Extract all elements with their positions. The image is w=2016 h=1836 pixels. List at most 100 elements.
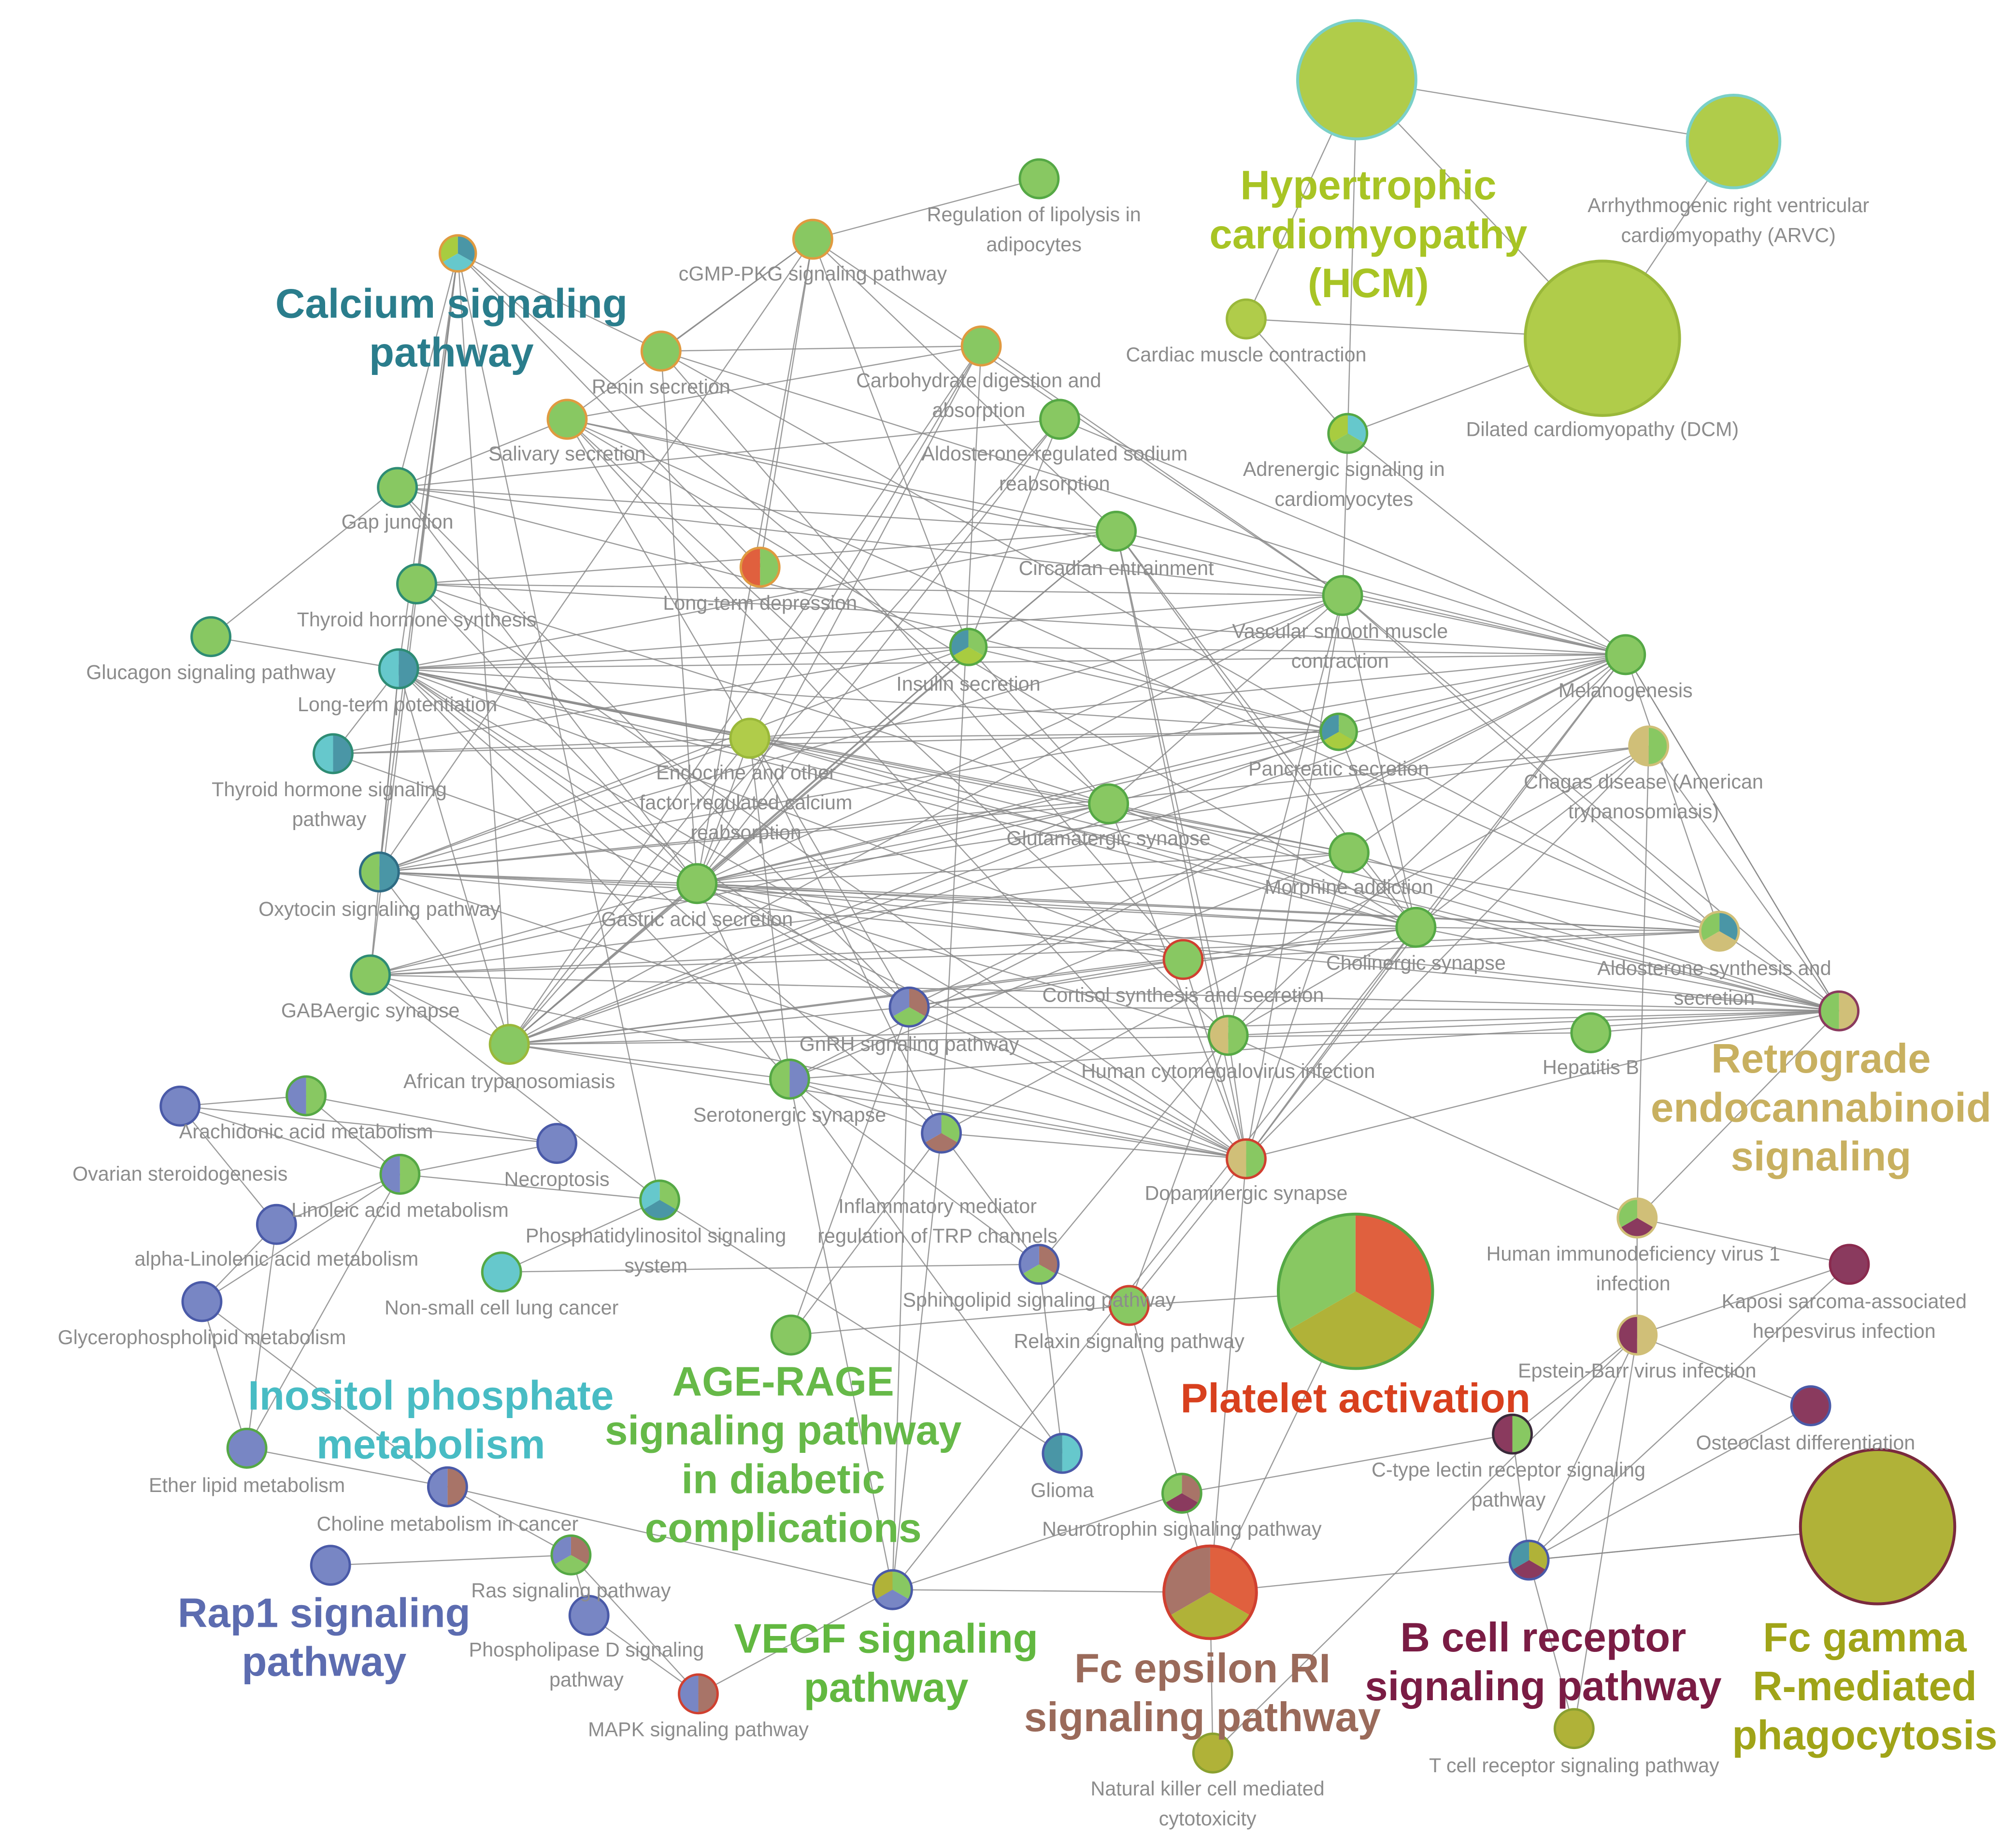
node-arvc[interactable] bbox=[1686, 93, 1782, 189]
node-cardiac_muscle[interactable] bbox=[1226, 298, 1267, 340]
node-mapk[interactable] bbox=[678, 1673, 719, 1715]
node-thyroid_synth-fill bbox=[397, 564, 436, 603]
edge-vsmc-african bbox=[509, 595, 1343, 1045]
node-cholinergic[interactable] bbox=[1395, 906, 1437, 948]
node-age[interactable] bbox=[770, 1314, 812, 1356]
node-pancreatic-border bbox=[1319, 712, 1358, 751]
node-dopaminergic[interactable] bbox=[1226, 1138, 1267, 1179]
node-label-ctype: pathway bbox=[1472, 1489, 1546, 1511]
node-gaba[interactable] bbox=[350, 954, 391, 996]
node-adrenergic[interactable] bbox=[1327, 413, 1369, 454]
cluster-label-retrograde: endocannabinoid bbox=[1651, 1085, 1991, 1131]
node-ovarian-border bbox=[159, 1085, 201, 1127]
node-osteoclast[interactable] bbox=[1790, 1385, 1831, 1426]
edge-aldosterone_na-insulin bbox=[968, 419, 1060, 647]
node-label-ebv: Epstein-Barr virus infection bbox=[1518, 1360, 1756, 1382]
node-ether[interactable] bbox=[226, 1427, 268, 1469]
node-glycerophospholipid[interactable] bbox=[181, 1281, 223, 1322]
cluster-label-rap1: Rap1 signaling bbox=[178, 1590, 471, 1636]
node-gnrh[interactable] bbox=[888, 986, 930, 1028]
node-insulin[interactable] bbox=[949, 628, 988, 666]
node-ovarian[interactable] bbox=[159, 1085, 201, 1127]
node-nk-fill bbox=[1193, 1734, 1232, 1773]
node-serotonergic[interactable] bbox=[769, 1058, 810, 1100]
node-alpha_linolenic[interactable] bbox=[256, 1204, 297, 1245]
node-hepb[interactable] bbox=[1570, 1012, 1612, 1054]
node-arachidonic[interactable] bbox=[286, 1075, 327, 1117]
node-nk[interactable] bbox=[1192, 1732, 1233, 1774]
node-dcm[interactable] bbox=[1524, 259, 1681, 417]
edge-cholinergic-dopaminergic bbox=[1245, 927, 1416, 1160]
node-hiv[interactable] bbox=[1616, 1197, 1658, 1239]
node-platelet[interactable] bbox=[1277, 1212, 1434, 1370]
edge-cgmp-insulin bbox=[812, 239, 969, 647]
node-sphingolipid[interactable] bbox=[1018, 1244, 1060, 1285]
node-circadian-border bbox=[1096, 510, 1137, 552]
edge-endocrine-inflammatory bbox=[749, 738, 942, 1133]
node-salivary[interactable] bbox=[546, 399, 588, 440]
node-pld[interactable] bbox=[568, 1595, 610, 1636]
node-aldo_synth[interactable] bbox=[1699, 910, 1740, 952]
node-ebv[interactable] bbox=[1616, 1314, 1658, 1356]
edge-morphine-retrograde bbox=[1349, 852, 1840, 1012]
node-renin[interactable] bbox=[640, 330, 682, 372]
node-glioma[interactable] bbox=[1042, 1433, 1083, 1474]
node-pancreatic[interactable] bbox=[1319, 712, 1358, 751]
node-cgmp[interactable] bbox=[792, 218, 833, 260]
node-glutamatergic[interactable] bbox=[1088, 783, 1130, 825]
node-ras[interactable] bbox=[550, 1534, 592, 1576]
node-thyroid_sig[interactable] bbox=[313, 733, 354, 775]
node-vegf-slice-1 bbox=[875, 1590, 910, 1609]
node-calcium[interactable] bbox=[438, 234, 477, 273]
node-african[interactable] bbox=[488, 1024, 530, 1065]
node-tcell[interactable] bbox=[1553, 1708, 1595, 1750]
node-kaposi[interactable] bbox=[1829, 1244, 1870, 1285]
node-vegf[interactable] bbox=[872, 1569, 913, 1610]
node-oxytocin[interactable] bbox=[358, 851, 400, 893]
node-inflammatory-slice-1 bbox=[925, 1133, 958, 1153]
node-lipolysis[interactable] bbox=[1018, 158, 1060, 200]
node-melanogenesis[interactable] bbox=[1605, 634, 1646, 675]
node-nfkb[interactable] bbox=[1508, 1539, 1550, 1581]
node-glucagon[interactable] bbox=[190, 616, 231, 658]
node-choline[interactable] bbox=[427, 1466, 468, 1507]
node-gap[interactable] bbox=[377, 467, 418, 508]
node-ltp[interactable] bbox=[378, 648, 419, 689]
node-inflammatory[interactable] bbox=[921, 1112, 962, 1154]
node-morphine[interactable] bbox=[1329, 832, 1370, 874]
cluster-label-calcium: Calcium signaling bbox=[275, 281, 628, 327]
node-pi_system[interactable] bbox=[639, 1179, 681, 1221]
edge-retrograde-hepb bbox=[1590, 1010, 1839, 1033]
node-ctype[interactable] bbox=[1492, 1413, 1533, 1455]
node-hcmv[interactable] bbox=[1207, 1015, 1249, 1056]
node-mapk-slice-0 bbox=[698, 1674, 718, 1713]
node-endocrine[interactable] bbox=[729, 717, 771, 759]
node-gastric[interactable] bbox=[676, 863, 718, 904]
edge-insulin-melanogenesis bbox=[968, 646, 1626, 656]
edge-aldosterone_na-gap bbox=[397, 418, 1060, 488]
node-nsclc[interactable] bbox=[481, 1251, 522, 1293]
node-necroptosis[interactable] bbox=[536, 1123, 578, 1164]
node-thyroid_synth[interactable] bbox=[396, 563, 437, 604]
edge-arachidonic-ovarian bbox=[180, 1095, 306, 1107]
node-ras-slice-1 bbox=[554, 1555, 588, 1575]
node-ltd[interactable] bbox=[739, 546, 781, 588]
node-neurotrophin[interactable] bbox=[1161, 1473, 1202, 1514]
node-carbohydrate[interactable] bbox=[960, 325, 1002, 367]
node-linoleic[interactable] bbox=[379, 1153, 421, 1195]
edge-hcmv-dopaminergic bbox=[1228, 1035, 1247, 1159]
node-fc_gamma[interactable] bbox=[1799, 1448, 1957, 1606]
edge-gnrh-african bbox=[509, 1006, 910, 1045]
node-rap1[interactable] bbox=[310, 1545, 351, 1586]
node-fc_epsilon[interactable] bbox=[1162, 1544, 1258, 1640]
node-circadian[interactable] bbox=[1096, 510, 1137, 552]
node-hcm[interactable] bbox=[1296, 19, 1417, 141]
node-gap-border bbox=[377, 467, 418, 508]
edge-glutamatergic-oxytocin bbox=[379, 803, 1109, 873]
node-aldosterone_na[interactable] bbox=[1039, 399, 1080, 440]
node-cortisol[interactable] bbox=[1162, 939, 1204, 980]
node-retrograde[interactable] bbox=[1818, 990, 1860, 1032]
node-relaxin[interactable] bbox=[1108, 1285, 1150, 1326]
node-vsmc[interactable] bbox=[1322, 575, 1363, 616]
node-chagas[interactable] bbox=[1628, 725, 1670, 767]
